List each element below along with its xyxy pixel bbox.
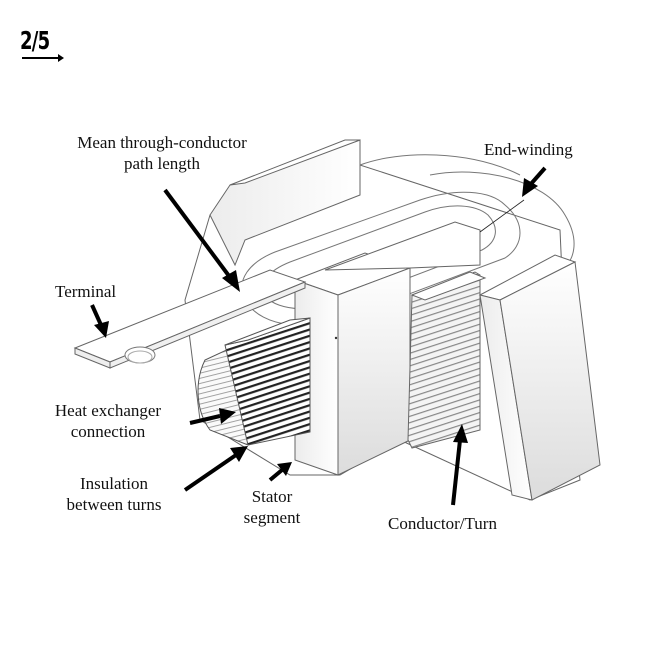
label-end-winding: End-winding [484,139,573,160]
label-stator-line1: Stator [251,487,293,506]
right-tooth [478,254,601,501]
label-end-winding-text: End-winding [484,140,573,159]
label-stator-segment: Stator segment [236,486,308,528]
arrow-heat-exchanger-icon [189,408,236,425]
end-winding-leader [479,199,525,233]
label-stator-line2: segment [243,508,301,527]
terminal [73,269,307,369]
label-insulation: Insulation between turns [50,473,178,515]
arrow-insulation-icon [183,446,248,492]
label-terminal: Terminal [55,281,116,302]
label-heat-exchanger-line1: Heat exchanger [54,401,162,420]
label-mean-path-line2: path length [123,154,200,173]
callout-arrows [90,166,547,506]
arrow-terminal-icon [90,304,109,338]
label-heat-exchanger: Heat exchanger connection [38,400,178,442]
stator-tooth [293,221,481,476]
label-conductor-turn: Conductor/Turn [388,513,497,534]
page-counter: 2/5 [20,26,50,55]
arrow-end-winding-icon [522,166,547,197]
right-coil [407,271,487,449]
arrow-stator-icon [268,462,292,482]
label-conductor-turn-text: Conductor/Turn [388,514,497,533]
arrow-conductor-icon [451,424,468,506]
arrow-mean-path-icon [163,188,240,292]
label-insulation-line1: Insulation [80,474,148,493]
label-mean-path-line1: Mean through-conductor [77,133,247,152]
label-mean-path: Mean through-conductor path length [52,132,272,174]
arrow-right-icon [22,54,64,62]
label-insulation-line2: between turns [66,495,162,514]
label-heat-exchanger-line2: connection [70,422,146,441]
label-terminal-text: Terminal [55,282,117,301]
